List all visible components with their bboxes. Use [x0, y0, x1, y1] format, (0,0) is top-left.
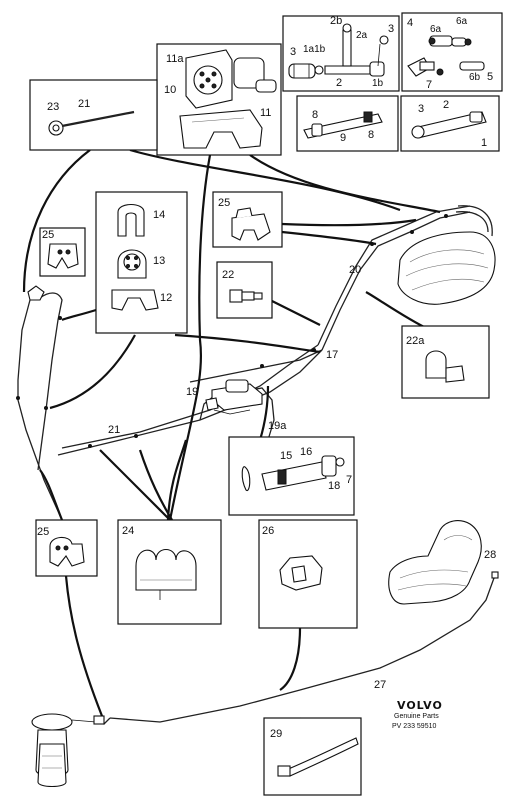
label-16: 16 [300, 446, 312, 458]
label-1b-top: 1b [372, 78, 384, 89]
label-1: 1 [481, 137, 487, 149]
brand-code: PV 233 59510 [392, 723, 436, 730]
detail-box-clip-25-top: 25 [39, 227, 86, 277]
fuel-filter-19: 19 19a [186, 379, 287, 432]
detail-box-tie-29: 29 [263, 717, 362, 796]
label-5: 5 [487, 71, 493, 83]
label-17: 17 [326, 349, 338, 361]
label-27: 27 [374, 679, 386, 691]
engine-block-outline [397, 205, 496, 305]
label-3-pipe: 3 [418, 103, 424, 115]
label-23: 23 [47, 101, 59, 113]
label-29: 29 [270, 728, 282, 740]
label-6a-2: 6a [430, 24, 442, 35]
label-21-mid: 21 [108, 424, 120, 436]
detail-box-pipe-23: 23 21 [29, 79, 158, 151]
label-25-mid: 25 [218, 197, 230, 209]
label-19: 19 [186, 386, 198, 398]
label-26: 26 [262, 525, 274, 537]
label-2-pipe: 2 [443, 99, 449, 111]
label-22: 22 [222, 269, 234, 281]
label-8-a: 8 [312, 109, 318, 121]
label-6a-1: 6a [456, 16, 468, 27]
label-25-bottom: 25 [37, 526, 49, 538]
label-18: 18 [328, 480, 340, 492]
detail-box-valves: 4 6a 6a 7 6b 5 [401, 12, 503, 92]
label-12: 12 [160, 292, 172, 304]
label-19a: 19a [268, 420, 287, 432]
detail-box-pump-15-16: 15 16 18 7 [228, 436, 355, 516]
label-28: 28 [484, 549, 496, 561]
label-3-top: 3 [388, 23, 394, 35]
brand-name: VOLVO [397, 699, 443, 712]
label-25-top: 25 [42, 229, 54, 241]
label-2a: 2a [356, 30, 368, 41]
label-8-b: 8 [368, 129, 374, 141]
detail-box-clip-25-mid: 25 [212, 191, 283, 248]
detail-box-hose-8-9: 8 9 8 [296, 95, 399, 152]
label-2b: 2b [330, 15, 342, 27]
detail-box-clip-26: 26 [258, 519, 358, 629]
label-14: 14 [153, 209, 165, 221]
rear-seat-outline [388, 520, 482, 605]
detail-box-clip-25-bottom: 25 [35, 519, 98, 577]
label-13: 13 [153, 255, 165, 267]
label-11: 11 [260, 107, 271, 119]
label-10: 10 [164, 84, 176, 96]
label-7-mid: 7 [346, 474, 352, 486]
detail-box-fitting-22: 22 [216, 261, 273, 319]
label-9: 9 [340, 132, 346, 144]
detail-box-clip-22a: 22a [401, 325, 490, 399]
label-6b: 6b [469, 72, 481, 83]
brand-subtitle: Genuine Parts [394, 713, 439, 720]
fuel-tank-pump [31, 713, 105, 788]
label-22a: 22a [406, 335, 425, 347]
brand-block: VOLVO Genuine Parts PV 233 59510 [392, 699, 443, 730]
label-21-top: 21 [78, 98, 90, 110]
label-11a: 11a [166, 53, 184, 65]
detail-box-clamps: 14 13 12 [95, 191, 188, 334]
detail-box-connectors: 2b 1a1b 2a 3 3 2 1b [282, 15, 400, 92]
label-3-left: 3 [290, 46, 296, 58]
detail-box-hose-1-3: 3 2 1 [400, 95, 500, 152]
label-1a1b: 1a1b [303, 44, 326, 55]
label-2-top: 2 [336, 77, 342, 89]
label-20: 20 [349, 264, 361, 276]
label-24: 24 [122, 525, 134, 537]
label-15: 15 [280, 450, 292, 462]
detail-box-mount: 11a 10 11 [156, 43, 282, 156]
leader-lines [22, 148, 441, 725]
label-4: 4 [407, 17, 413, 29]
detail-box-clip-24: 24 [117, 519, 222, 625]
label-7-top: 7 [426, 79, 432, 91]
